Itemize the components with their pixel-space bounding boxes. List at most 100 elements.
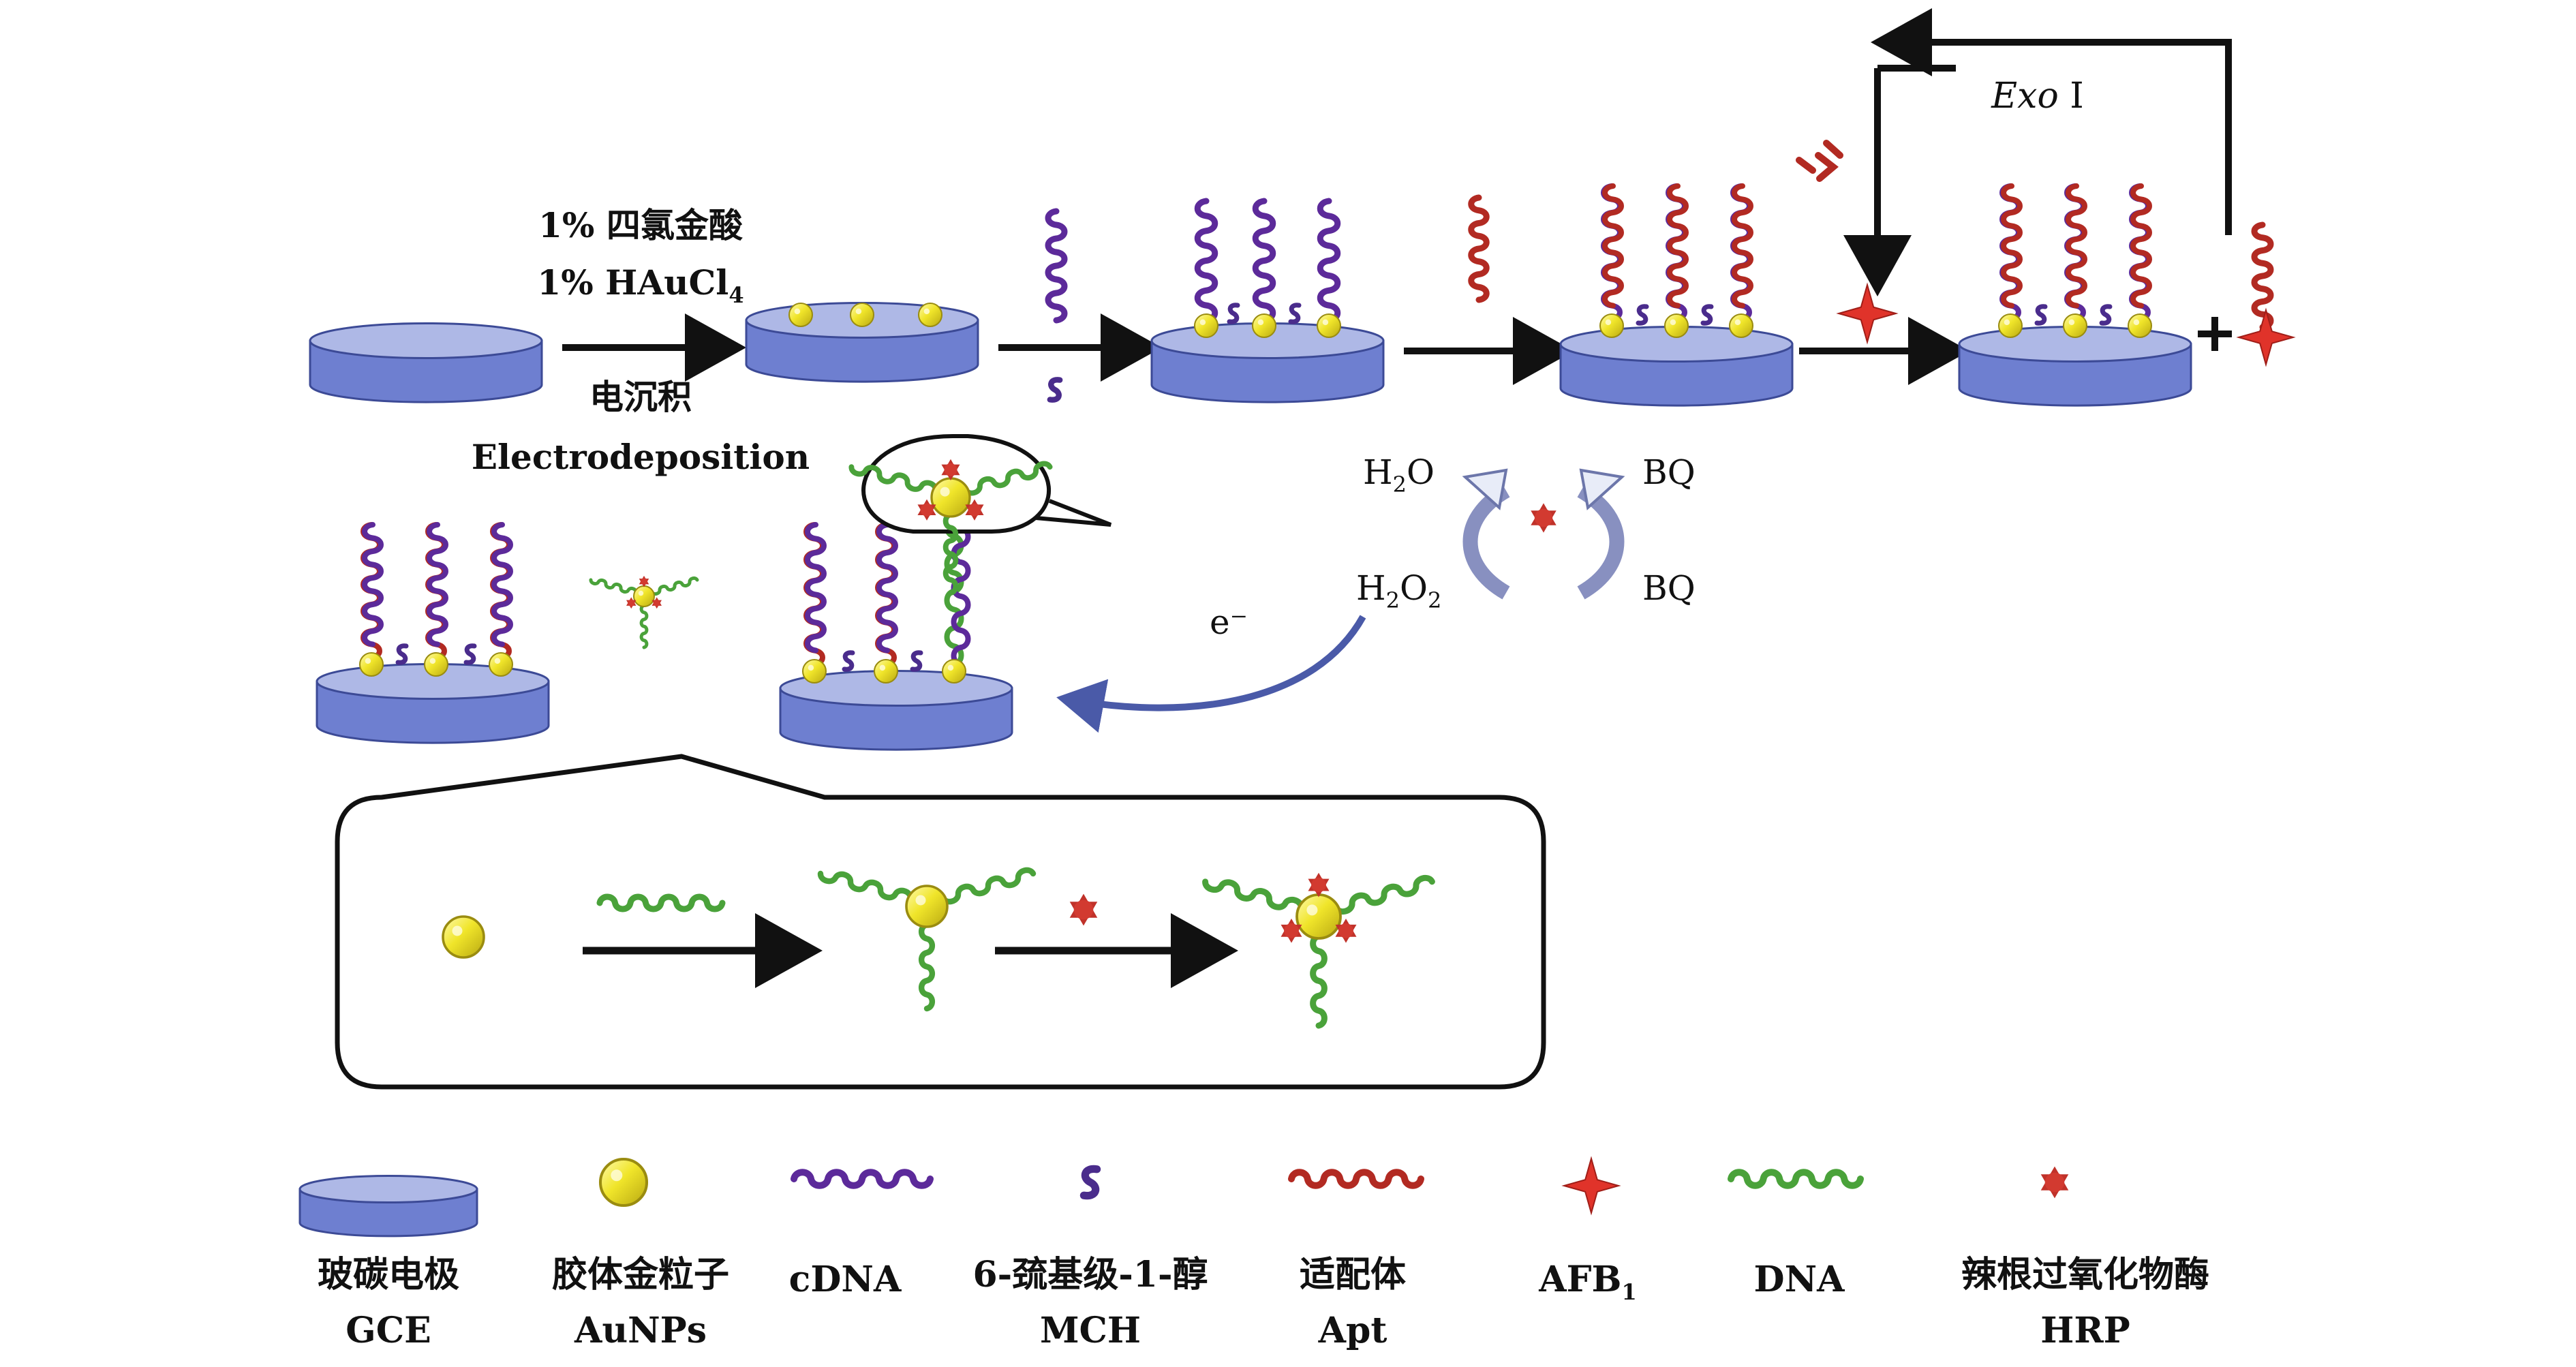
aunp-body	[1316, 313, 1342, 339]
assembly-conjugate-arm-left	[817, 870, 914, 902]
gce-step5	[1958, 326, 2192, 407]
legend-hrp-zh: 辣根过氧化物酶	[1961, 1254, 2209, 1295]
aunp-highlight	[2004, 319, 2010, 326]
aunp-body	[917, 302, 943, 328]
free-mch	[1047, 377, 1063, 403]
aunp-body	[633, 585, 655, 607]
aunp-body	[442, 915, 485, 959]
aunp-highlight	[808, 664, 814, 671]
aunp-body	[1728, 313, 1754, 339]
gce-step7	[779, 670, 1013, 751]
legend-mch-icon	[1079, 1165, 1101, 1200]
mch-step4-1	[1700, 304, 1714, 326]
free-aptamer	[1468, 194, 1490, 303]
scene-layer	[298, 8, 2296, 1238]
duplex-step6-0-strand-b	[362, 522, 384, 647]
step1-labels: 1% 四氯金酸 1% HAuCl4 电沉积 Electrodeposition	[472, 205, 810, 477]
cdna-step3-0	[1194, 198, 1218, 324]
mch-step5-1	[2099, 304, 2113, 326]
probe-conjugate-arm-down	[639, 604, 649, 649]
redox-labels: H2O H2O2 BQ BQ e⁻	[1210, 452, 1696, 642]
mch-step4-0	[1636, 304, 1649, 326]
aunp-body	[873, 658, 899, 684]
aunp-step7-1	[873, 658, 899, 684]
aunp-body	[423, 651, 449, 677]
aunp-body	[2062, 313, 2088, 339]
redox-arc-left	[1462, 484, 1510, 600]
legend-dna: DNA	[1754, 1259, 1845, 1300]
aunp-step6-0	[358, 651, 384, 677]
aunp-body	[801, 658, 827, 684]
bq-bottom-label: BQ	[1642, 568, 1696, 608]
legend-aunps-en: AuNPs	[574, 1310, 707, 1351]
legend-gce-en: GCE	[346, 1310, 431, 1351]
assembly-hrp-conjugate-arm-right	[1333, 874, 1435, 915]
assembly-hrp	[1069, 893, 1098, 926]
electrode-top	[298, 1175, 478, 1203]
duplex-step7-0-strand-b	[805, 522, 827, 654]
aunp-body	[488, 651, 514, 677]
mch-step5-0	[2034, 304, 2048, 326]
aunp-highlight	[452, 925, 463, 936]
h2o-label: H2O	[1363, 452, 1435, 497]
assembly-box	[335, 754, 1546, 1090]
aunp-body	[1599, 313, 1625, 339]
aunp-highlight	[429, 658, 436, 664]
legend-afb1: AFB1	[1538, 1259, 1636, 1305]
aunp-highlight	[1734, 319, 1741, 326]
aunp-highlight	[1322, 319, 1329, 326]
zoom-bubble	[861, 434, 1112, 534]
aunp-body	[1193, 313, 1219, 339]
electron-arrow	[1056, 615, 1366, 733]
aunp-body	[849, 302, 875, 328]
aunp-highlight	[1257, 319, 1264, 326]
legend-gce-icon	[298, 1175, 478, 1238]
aunp-highlight	[365, 658, 371, 664]
aunp-highlight	[1670, 319, 1676, 326]
mch-step6-0	[395, 643, 409, 665]
duplex-step4-2-strand-b	[1732, 183, 1753, 309]
aunp-highlight	[1306, 904, 1318, 916]
aunp-step4-1	[1663, 313, 1689, 339]
legend-mch-en: MCH	[1040, 1310, 1141, 1351]
aunp-step2-2	[917, 302, 943, 328]
duplex-step4-0-strand-b	[1602, 183, 1624, 309]
aunp-step5-1	[2062, 313, 2088, 339]
hybrid-cdna	[951, 525, 971, 667]
exo-loop-top	[1871, 8, 2232, 235]
mch-step3-1	[1288, 303, 1302, 324]
legend-dna-icon	[1728, 1169, 1864, 1189]
redox-hrp	[1531, 503, 1557, 533]
mch-step7-0	[842, 650, 855, 672]
bubble-conjugate-arm-left	[848, 464, 938, 493]
aunp-highlight	[494, 658, 501, 664]
aunp-step7-2	[941, 658, 967, 684]
step1-method-en: Electrodeposition	[472, 437, 810, 477]
aunp-highlight	[1199, 319, 1206, 326]
aunp-body	[598, 1157, 649, 1208]
aunp-step3-1	[1251, 313, 1277, 339]
aunp-step7-0	[801, 658, 827, 684]
bubble-conjugate-gold	[930, 477, 971, 518]
cdna-step3-2	[1317, 198, 1341, 324]
assembly-aunp	[442, 915, 485, 959]
bq-top-label: BQ	[1642, 452, 1696, 492]
redox-arc-right	[1577, 484, 1625, 600]
bubble-conjugate-arm-down	[942, 512, 959, 596]
aunp-body	[1663, 313, 1689, 339]
digested-fragments	[1796, 140, 1843, 182]
exo-label: Exo Ⅰ	[1991, 76, 2084, 117]
legend-apt-en: Apt	[1318, 1310, 1387, 1351]
mch-step6-1	[463, 643, 477, 665]
probe-conjugate-hrp-top	[639, 575, 649, 587]
redox-head-left	[1462, 468, 1508, 510]
duplex-step5-0-strand-b	[2001, 183, 2023, 309]
aunp-step2-1	[849, 302, 875, 328]
aunp-highlight	[879, 664, 886, 671]
electrode-top	[309, 322, 543, 359]
aunp-step4-2	[1728, 313, 1754, 339]
free-cdna	[1045, 208, 1068, 324]
aunp-highlight	[794, 308, 801, 315]
aunp-body	[930, 477, 971, 518]
